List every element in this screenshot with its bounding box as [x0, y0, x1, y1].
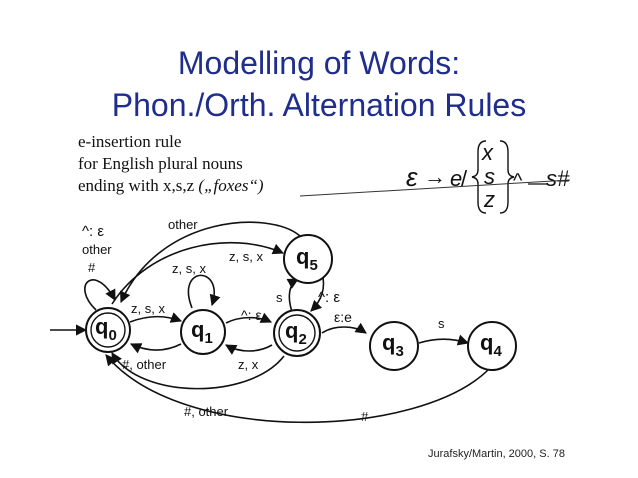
rule-description-line-1: e-insertion rule — [78, 132, 182, 151]
state-q5-label: q5 — [296, 244, 318, 274]
state-q3-label: q3 — [382, 330, 404, 360]
label-q3-q4: s — [438, 316, 445, 331]
edge-q0-loop — [84, 279, 116, 311]
edge-q2-q1 — [225, 344, 273, 355]
edge-q0-q5 — [111, 242, 285, 305]
state-q5 — [283, 234, 333, 284]
edge-q1-q0 — [129, 343, 182, 354]
label-q0-loop-line1: ^: ε — [82, 223, 104, 240]
citation: Jurafsky/Martin, 2000, S. 78 — [428, 448, 565, 460]
edge-q3-q4 — [418, 334, 470, 346]
rule-description-prefix: ending with x,s,z — [78, 176, 199, 195]
label-q0-loop-line2: other — [82, 242, 112, 257]
state-q3 — [369, 321, 419, 371]
edge-q1-loop — [187, 274, 221, 309]
label-q2-q0: #, other — [184, 404, 229, 419]
state-q2 — [273, 309, 321, 357]
label-q5-q2: ^: ε — [318, 289, 340, 306]
label-q0-q5: z, s, x — [229, 249, 263, 264]
state-q0-label: q0 — [95, 314, 117, 344]
edge-q2-q0 — [111, 352, 285, 390]
state-q1 — [180, 309, 226, 355]
label-q0-loop-line3: # — [88, 260, 96, 275]
label-q1-q2: ^: ε — [241, 307, 262, 323]
title-line-2: Phon./Orth. Alternation Rules — [111, 87, 527, 123]
state-q4-label: q4 — [480, 330, 502, 360]
label-q2-q1: z, x — [238, 357, 259, 372]
rule-description-example: („foxes“) — [198, 176, 264, 195]
label-q1-q0: #, other — [122, 357, 167, 372]
state-q1-label: q1 — [191, 317, 213, 347]
label-q4-q0: # — [361, 409, 369, 424]
rule-description-line-3: ending with x,s,z („foxes“) — [78, 176, 264, 196]
state-q0 — [85, 307, 131, 353]
edge-q2-q5 — [286, 278, 299, 313]
state-q4 — [467, 321, 517, 371]
rule-description-line-2: for English plural nouns — [78, 154, 243, 173]
label-q2-q5: s — [276, 290, 283, 305]
edge-q4-q0 — [105, 354, 491, 424]
edge-q0-q1 — [129, 312, 183, 323]
edge-q2-q3 — [321, 322, 367, 334]
label-other-top: other — [168, 217, 198, 232]
title-line-1: Modelling of Words: — [177, 45, 461, 81]
label-q1-loop: z, s, x — [172, 261, 206, 276]
label-q0-q1: z, s, x — [131, 301, 165, 316]
state-q2-label: q2 — [285, 318, 307, 348]
edge-q5-q0-other — [120, 221, 301, 304]
label-q2-q3: ε:e — [334, 309, 352, 325]
edge-q1-q2 — [225, 312, 273, 324]
